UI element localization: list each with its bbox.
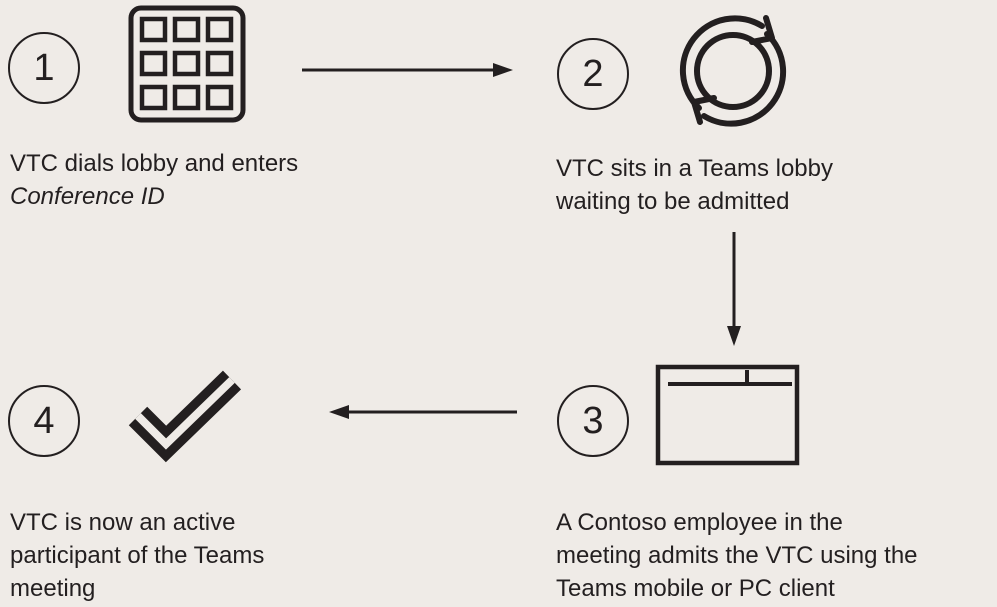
app-window-icon [655,364,800,466]
step-4-caption: VTC is now an active participant of the … [10,506,264,605]
step-3-number-circle: 3 [557,385,629,457]
checkmark-icon [128,370,242,463]
step-3-caption-line-1: A Contoso employee in the [556,509,843,536]
step-4-number-circle: 4 [8,385,80,457]
step-4-caption-line-3: meeting [10,575,96,602]
step-4-number: 4 [33,400,55,442]
step-3-caption: A Contoso employee in the meeting admits… [556,506,918,605]
step-3-caption-line-2: meeting admits the VTC using the [556,542,918,569]
step-2-caption-line-2: waiting to be admitted [556,188,790,215]
refresh-cycle-icon [679,15,787,127]
step-3-number: 3 [582,400,604,442]
step-2-caption-line-1: VTC sits in a Teams lobby [556,155,833,182]
dialpad-icon [128,5,246,123]
step-2-caption: VTC sits in a Teams lobby waiting to be … [556,152,833,218]
arrow-step1-to-step2 [302,63,513,77]
step-2-number: 2 [582,53,604,95]
step-2-number-circle: 2 [557,38,629,110]
step-1-number: 1 [33,47,55,89]
step-1-caption-line-1: VTC dials lobby and enters [10,150,299,177]
arrow-step3-to-step4 [329,405,517,419]
arrow-step2-to-step3 [727,232,741,346]
step-3-caption-line-3: Teams mobile or PC client [556,575,835,602]
step-1-caption-line-2: Conference ID [10,183,165,210]
step-1-number-circle: 1 [8,32,80,104]
step-4-caption-line-1: VTC is now an active [10,509,236,536]
step-4-caption-line-2: participant of the Teams [10,542,265,569]
step-1-caption: VTC dials lobby and enters Conference ID [10,147,298,213]
